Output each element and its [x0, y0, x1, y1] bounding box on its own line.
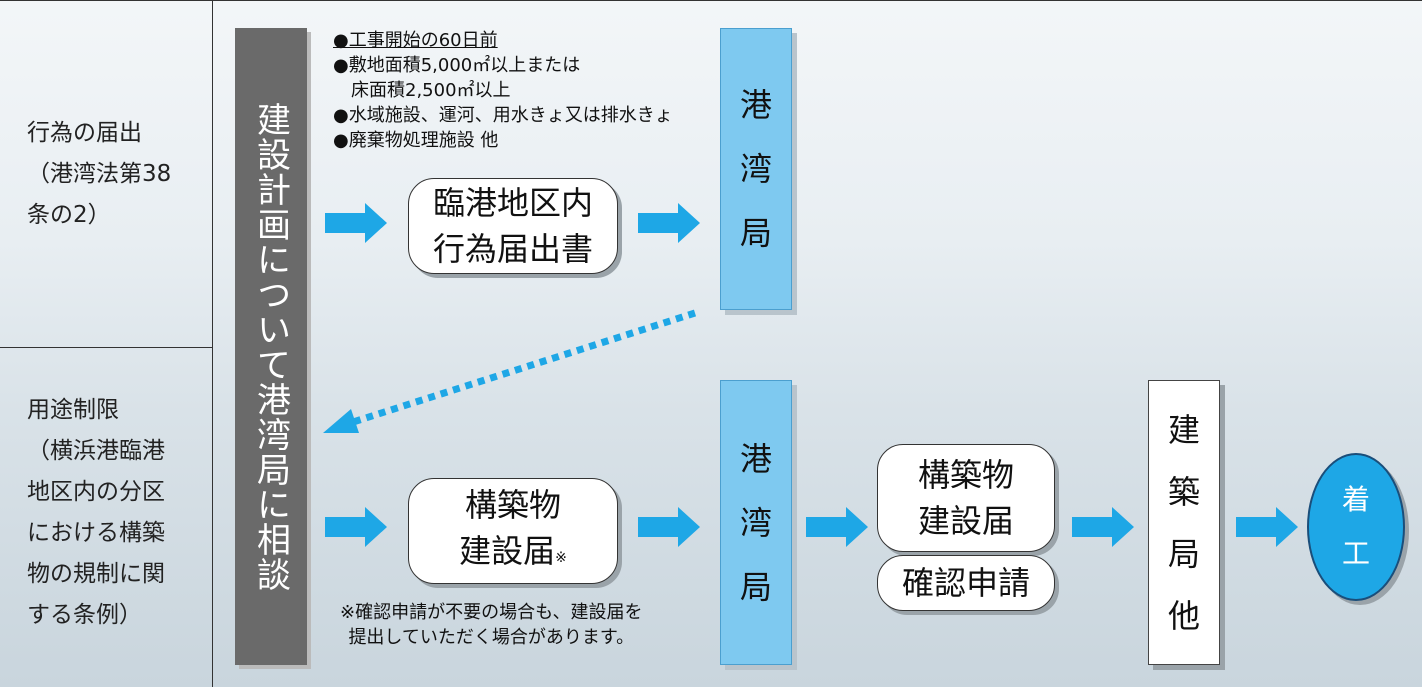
condition-water-facilities: ●水域施設、運河、用水きょ又は排水きょ [333, 105, 673, 126]
right-arrow-icon [638, 203, 700, 243]
condition-waste-facility: ●廃棄物処理施設 他 [333, 130, 499, 151]
harbor-district-notification-form: 臨港地区内 行為届出書 [408, 178, 618, 274]
condition-floor-area: 床面積2,500㎡以上 [333, 80, 511, 101]
harbor-bureau-box-bottom: 港 湾 局 [720, 380, 792, 665]
building-confirmation-application-box: 確認申請 [877, 555, 1055, 611]
right-arrow-icon [1236, 507, 1298, 547]
label-column-divider [212, 0, 213, 687]
condition-deadline: ●工事開始の60日前 [333, 30, 498, 51]
structure-notice-box: 構築物 建設届 [877, 444, 1055, 552]
row-label-use-restriction: 用途制限 （横浜港臨港 地区内の分区 における構築 物の規制に関 する条例） [27, 397, 165, 628]
condition-area: ●敷地面積5,000㎡以上または [333, 55, 581, 76]
consult-harbor-bureau-bar: 建設計画について港湾局に相談 [235, 28, 307, 665]
row-divider [0, 347, 213, 348]
structure-construction-notice-form: 構築物 建設届※ [408, 478, 618, 584]
right-arrow-icon [325, 203, 387, 243]
right-arrow-icon [325, 507, 387, 547]
right-arrow-icon [1072, 507, 1134, 547]
construction-start-oval: 着 工 [1307, 453, 1405, 601]
dotted-return-arrow-icon [323, 309, 697, 433]
right-arrow-icon [638, 507, 700, 547]
right-arrow-icon [806, 507, 868, 547]
notification-conditions: ●工事開始の60日前 ●敷地面積5,000㎡以上または 床面積2,500㎡以上 … [333, 28, 673, 153]
building-bureau-box: 建 築 局 他 [1148, 380, 1220, 665]
row-label-notification: 行為の届出 （港湾法第38 条の2） [27, 120, 172, 228]
construction-notice-footnote: ※確認申請が不要の場合も、建設届を 提出していただく場合があります。 [340, 602, 643, 648]
harbor-bureau-box-top: 港 湾 局 [720, 28, 792, 310]
top-border [0, 0, 1422, 1]
